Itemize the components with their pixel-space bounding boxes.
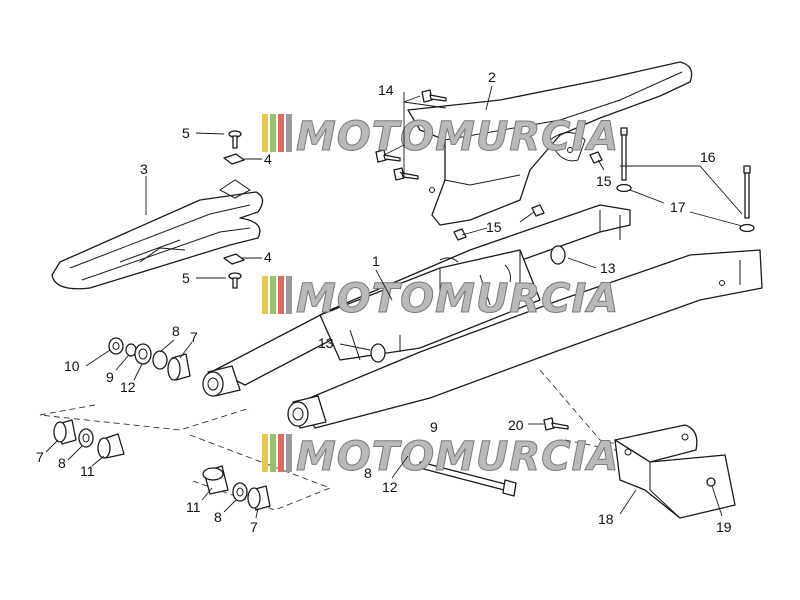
callout-label: 9 [430, 419, 438, 435]
callout-label: 5 [182, 125, 190, 141]
callout-label: 10 [64, 358, 80, 374]
chain-guard [407, 61, 693, 226]
watermark-text: MOTOMURCIA [296, 114, 619, 160]
callout-label: 1 [372, 253, 380, 269]
callout-label: 11 [186, 499, 201, 515]
callout-label: 7 [250, 519, 258, 535]
watermark-text: MOTOMURCIA [296, 434, 619, 480]
callout-label: 8 [214, 509, 222, 525]
callout-label: 13 [600, 260, 616, 276]
watermark-stripe [278, 276, 284, 314]
mounting-bracket [614, 424, 736, 519]
watermark-stripe [270, 114, 276, 152]
watermark-bottom: MOTOMURCIA [262, 434, 619, 481]
callout-label: 18 [598, 511, 614, 527]
callout-label: 12 [382, 479, 398, 495]
bearing-stack-left [53, 419, 125, 459]
swingarm [202, 204, 763, 429]
callout-label: 4 [264, 151, 272, 167]
watermark-middle: MOTOMURCIA [262, 276, 619, 323]
callout-label: 15 [486, 219, 502, 235]
callout-label: 7 [190, 329, 198, 345]
pivot-tube-near [287, 395, 327, 429]
watermark-stripe [262, 114, 268, 152]
callout-label: 13 [318, 335, 334, 351]
leader-lines [45, 85, 743, 519]
callout-label: 8 [58, 455, 66, 471]
hardware [223, 89, 755, 497]
watermark-stripe [262, 276, 268, 314]
watermark-top: MOTOMURCIA [262, 114, 619, 161]
bearing-stack-lower [202, 465, 271, 511]
clip-icon [223, 153, 245, 265]
callout-label: 3 [140, 161, 148, 177]
screw-icon [228, 130, 242, 289]
pivot-shaft [419, 461, 517, 497]
callout-label: 8 [172, 323, 180, 339]
callout-label: 14 [378, 82, 394, 98]
callout-label: 8 [364, 465, 372, 481]
nut-icon [453, 151, 603, 241]
watermark-stripe [278, 114, 284, 152]
bolt-icon [543, 417, 569, 431]
long-bolt-icon [620, 127, 751, 219]
callout-labels: 1 2 3 4 4 5 5 7 7 7 8 8 8 8 9 9 10 11 11… [36, 69, 732, 535]
callout-label: 4 [264, 249, 272, 265]
callout-label: 12 [120, 379, 136, 395]
pivot-tube-far [202, 365, 241, 397]
callout-label: 20 [508, 417, 524, 433]
watermark-stripe [286, 434, 292, 472]
callout-label: 9 [106, 369, 114, 385]
watermark-stripe [270, 434, 276, 472]
callout-label: 2 [488, 69, 496, 85]
bolt-icon [375, 89, 447, 181]
callout-label: 16 [700, 149, 716, 165]
hose-clip-icon [370, 245, 566, 363]
callout-label: 5 [182, 270, 190, 286]
callout-label: 17 [670, 199, 686, 215]
watermark-stripe [286, 276, 292, 314]
bearing-stack-upper [108, 337, 191, 381]
washer-icon [616, 183, 755, 233]
watermark-stripe [262, 434, 268, 472]
watermark: MOTOMURCIA MOTOMURCIA MOTOMURCIA [262, 114, 619, 481]
callout-label: 7 [36, 449, 44, 465]
chain-slider [51, 179, 264, 290]
watermark-stripe [278, 434, 284, 472]
callout-label: 19 [716, 519, 732, 535]
callout-label: 15 [596, 173, 612, 189]
watermark-text: MOTOMURCIA [296, 276, 619, 322]
callout-label: 11 [80, 463, 95, 479]
watermark-stripe [286, 114, 292, 152]
watermark-stripe [270, 276, 276, 314]
